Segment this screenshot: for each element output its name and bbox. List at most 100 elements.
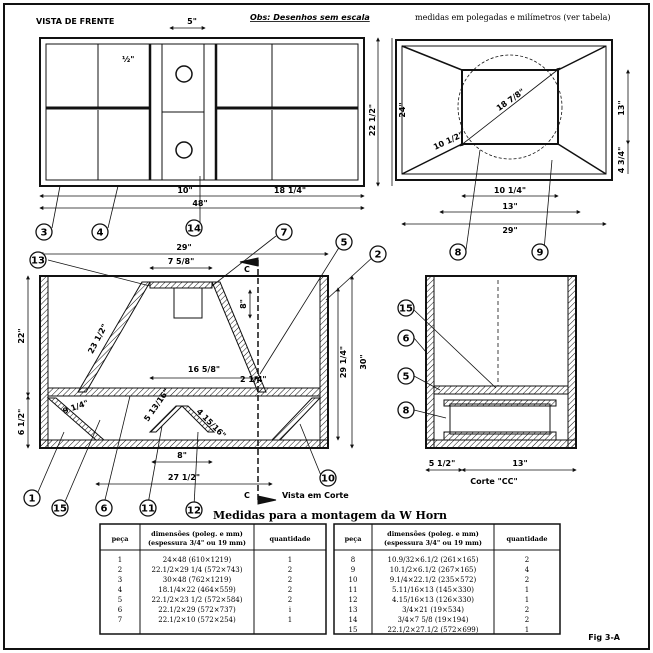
table-right-qty-cell: 2: [525, 556, 529, 564]
callout-14: 14: [185, 219, 203, 237]
section-dim-bottom-small: 8": [177, 451, 187, 460]
front-outer: [39, 37, 365, 187]
callout-13: 13: [29, 251, 47, 269]
table-left-qty-cell: 1: [288, 556, 292, 564]
table-left-dims-cell: 22.1/2×23 1/2 (572×584): [152, 596, 243, 604]
table-left-qty-cell: 2: [288, 576, 292, 584]
callout-number: 13: [31, 256, 45, 267]
callout-5: 5: [335, 233, 353, 251]
col-dims-sub-left: (espessura 3/4" ou 19 mm): [148, 539, 246, 547]
table-right-dims-cell: 9.1/4×22.1/2 (235×572): [390, 576, 477, 584]
table-right-dims-cell: 3/4×7 5/8 (19×194): [398, 616, 469, 624]
table-left-piece-cell: 4: [118, 586, 123, 594]
callout-8: 8: [449, 243, 467, 261]
page-border: [3, 3, 650, 650]
callout-7: 7: [275, 223, 293, 241]
table-right-dims-cell: 10.1/2×6.1/2 (267×165): [390, 566, 477, 574]
table-left-piece-cell: 5: [118, 596, 122, 604]
callout-number: 8: [403, 406, 410, 417]
table-left-piece-cell: 7: [118, 616, 122, 624]
col-piece-right: peça: [345, 535, 363, 543]
callout-number: 6: [101, 504, 108, 515]
callout-1: 1: [23, 489, 41, 507]
table-right-qty-cell: 2: [525, 606, 529, 614]
cut-view-label: Vista em Corte: [282, 491, 349, 500]
front-dim-bottom-left: 10": [177, 186, 192, 195]
col-dims-left: dimensões (poleg. e mm): [151, 530, 243, 538]
table-right-piece-cell: 8: [351, 556, 355, 564]
cut-marker-bottom: C: [244, 491, 250, 500]
table-right-dims-cell: 4.15/16×13 (126×330): [392, 596, 474, 604]
callout-2: 2: [369, 245, 387, 263]
horn-dim-left-diag: 10 1/2": [432, 130, 465, 152]
section-dim-lower-slant-left: 9 1/4": [62, 398, 90, 416]
table-right-qty-cell: 4: [525, 566, 530, 574]
col-dims-right: dimensões (poleg. e mm): [387, 530, 479, 538]
callout-12: 12: [185, 501, 203, 519]
callout-number: 7: [281, 228, 288, 239]
horn-dim-right-small: 4 3/4": [617, 147, 626, 174]
callout-15: 15: [51, 499, 69, 517]
horn-dim-diag: 18 7/8": [495, 87, 526, 113]
horn-view: [395, 39, 630, 226]
units-note: medidas em polegadas e milímetros (ver t…: [415, 13, 610, 22]
section-dim-top-inner: 7 5/8": [168, 257, 195, 266]
section-dim-small: 2 1/4": [240, 375, 267, 384]
section-dim-left-upper: 22": [17, 328, 26, 343]
callout-15: 15: [397, 299, 415, 317]
table-right-piece-cell: 12: [349, 596, 358, 604]
note-label: Obs: Desenhos sem escala: [250, 13, 370, 22]
callout-number: 5: [403, 372, 410, 383]
col-piece-left: peça: [112, 535, 130, 543]
table-left-qty-cell: 2: [288, 566, 292, 574]
table-left-qty-cell: 1: [288, 616, 292, 624]
callout-8: 8: [397, 401, 415, 419]
table-right-piece-cell: 13: [349, 606, 358, 614]
front-view: [39, 26, 393, 210]
table-right-header: peça dimensões (poleg. e mm) (espessura …: [345, 530, 548, 547]
table-right-piece-cell: 10: [349, 576, 358, 584]
table-right-piece-cell: 9: [351, 566, 355, 574]
front-dim-top: 5": [187, 17, 197, 26]
cut-marker-top: C: [244, 265, 250, 274]
callout-number: 15: [53, 504, 67, 515]
side-dim-bottom-right: 13": [512, 459, 527, 468]
callout-11: 11: [139, 499, 157, 517]
section-dim-bottom: 27 1/2": [168, 473, 200, 482]
section-dim-right-inner: 29 1/4": [339, 346, 348, 378]
table-left-dims-cell: 22.1/2×10 (572×254): [158, 616, 236, 624]
table-frame: [99, 523, 561, 635]
table-right-qty-cell: 1: [525, 586, 529, 594]
section-dim-right-outer: 30": [359, 354, 368, 369]
horn-dim-right: 13": [617, 100, 626, 115]
callout-number: 4: [97, 228, 104, 239]
table-left-piece-cell: 2: [118, 566, 122, 574]
table-left-piece-cell: 1: [118, 556, 122, 564]
horn-dim-inner: 10 1/4": [494, 186, 526, 195]
table-right-qty-cell: 2: [525, 616, 529, 624]
table-left-qty-cell: 2: [288, 586, 292, 594]
horn-dim-mid: 13": [502, 202, 517, 211]
horn-dim-total: 29": [502, 226, 517, 235]
col-qty-left: quantidade: [269, 535, 310, 543]
callout-number: 12: [187, 506, 201, 517]
callout-6: 6: [397, 329, 415, 347]
callout-number: 5: [341, 238, 348, 249]
section-dim-small-vert: 8": [239, 299, 248, 309]
front-dim-bottom-right: 18 1/4": [274, 186, 306, 195]
col-qty-right: quantidade: [506, 535, 547, 543]
callout-number: 15: [399, 304, 413, 315]
front-dim-small: ½": [122, 54, 134, 64]
table-left-header: peça dimensões (poleg. e mm) (espessura …: [112, 530, 311, 547]
table-right-dims-cell: 10.9/32×6.1/2 (261×165): [388, 556, 479, 564]
table-right-dims-cell: 22.1/2×27.1/2 (572×699): [388, 626, 479, 634]
table-right-qty-cell: 1: [525, 626, 529, 634]
callout-number: 10: [321, 474, 335, 485]
table-right-qty-cell: 2: [525, 576, 529, 584]
callout-5: 5: [397, 367, 415, 385]
table-left-dims-cell: 30×48 (762×1219): [163, 576, 232, 584]
section-dim-top: 29": [176, 243, 191, 252]
